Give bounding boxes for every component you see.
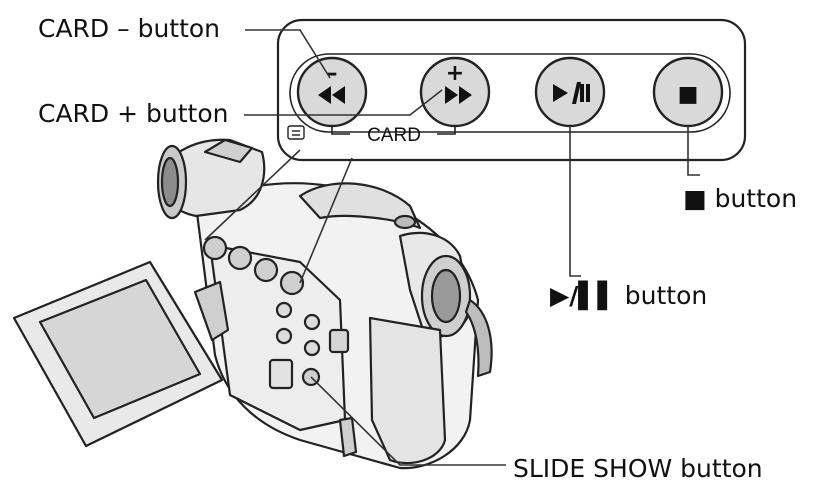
- label-stop-button: ■ button: [683, 186, 797, 211]
- body-cover-panel: [270, 360, 292, 388]
- camcorder: [14, 140, 492, 468]
- body-button-small-1: [277, 303, 291, 317]
- label-card-minus-button: CARD – button: [38, 16, 220, 41]
- card-label: CARD: [367, 125, 421, 146]
- plus-sign: +: [446, 61, 464, 86]
- label-stop-text: button: [715, 184, 797, 213]
- body-cable-port: [340, 418, 356, 456]
- body-button-small-2: [305, 315, 319, 329]
- label-stop-glyph: ■: [683, 184, 707, 213]
- minus-sign: –: [327, 61, 338, 86]
- lens-glass: [162, 158, 178, 206]
- label-play-pause-text: button: [625, 281, 707, 310]
- body-switch: [330, 330, 348, 352]
- button-panel: – + ■ CARD: [278, 20, 745, 160]
- label-play-pause-glyph: ▶/▌▌: [550, 281, 617, 310]
- body-button-stop: [281, 272, 303, 294]
- body-button-card-plus: [229, 247, 251, 269]
- body-button-small-3: [277, 329, 291, 343]
- stop-icon: ■: [678, 82, 699, 107]
- viewfinder-lens: [432, 270, 460, 322]
- label-slide-show-button: SLIDE SHOW button: [513, 456, 763, 481]
- body-button-small-4: [305, 341, 319, 355]
- label-card-plus-button: CARD + button: [38, 101, 228, 126]
- battery-grip: [370, 318, 445, 463]
- zoom-lever: [395, 216, 415, 228]
- body-button-play-pause: [255, 259, 277, 281]
- body-button-card-minus: [204, 237, 226, 259]
- label-play-pause-button: ▶/▌▌ button: [550, 283, 707, 308]
- play-pause-button: [536, 58, 604, 126]
